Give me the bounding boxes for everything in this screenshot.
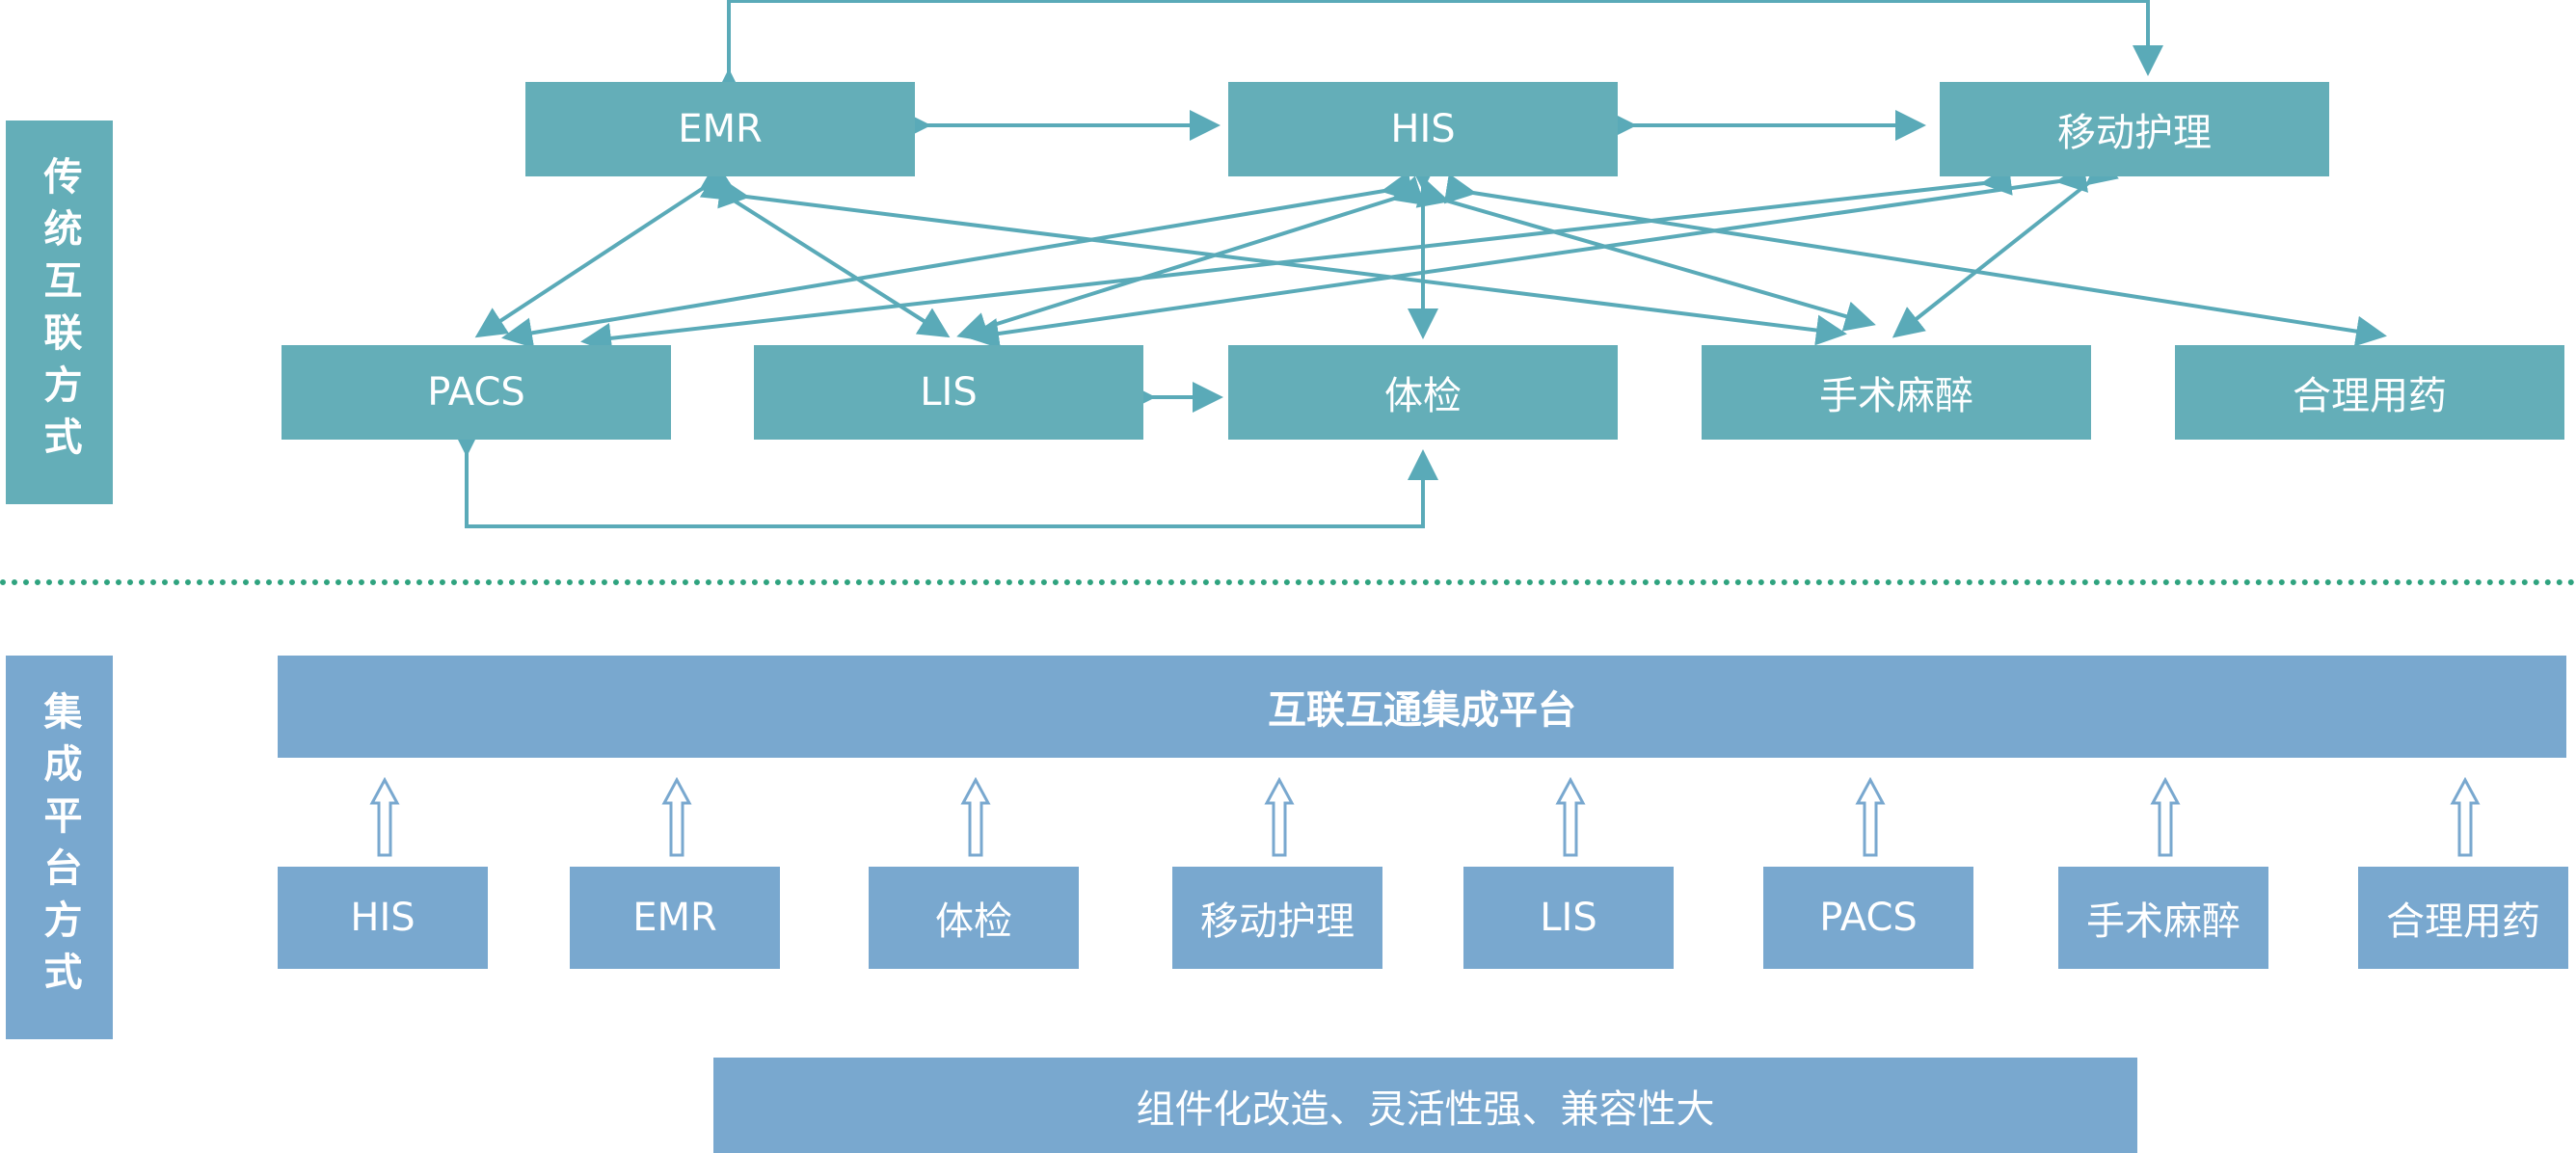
integrated-system-box: 移动护理 <box>1172 867 1382 969</box>
integrated-system-box: 手术麻醉 <box>2058 867 2268 969</box>
integration-footer-bar: 组件化改造、灵活性强、兼容性大 <box>713 1058 2137 1153</box>
integrated-system-box: HIS <box>278 867 488 969</box>
link-mobile-surgery <box>1892 154 2119 338</box>
section-divider <box>0 579 2576 585</box>
up-arrow-icon <box>960 776 991 857</box>
node-mobile-nursing: 移动护理 <box>1940 82 2329 176</box>
up-arrow-icon <box>2150 776 2181 857</box>
up-arrow-icon <box>1855 776 1886 857</box>
link-his-drug <box>1443 173 2387 347</box>
integrated-system-box: 体检 <box>869 867 1079 969</box>
up-arrow-icon <box>369 776 400 857</box>
link-his-lis <box>956 175 1425 342</box>
integration-section-label: 集成平台方式 <box>6 656 113 1039</box>
up-arrow-icon <box>1555 776 1586 857</box>
node-checkup: 体检 <box>1228 345 1618 440</box>
node-his: HIS <box>1228 82 1618 176</box>
traditional-section-label: 传统互联方式 <box>6 121 113 504</box>
integrated-system-box: PACS <box>1763 867 1973 969</box>
node-rational-drug-use: 合理用药 <box>2175 345 2564 440</box>
node-lis: LIS <box>754 345 1143 440</box>
up-arrow-icon <box>2450 776 2481 857</box>
link-emr-mobile-nursing <box>713 0 2163 99</box>
node-emr: EMR <box>525 82 915 176</box>
integrated-system-box: LIS <box>1463 867 1674 969</box>
up-arrow-icon <box>661 776 692 857</box>
traditional-connections <box>451 0 2387 528</box>
node-pacs: PACS <box>282 345 671 440</box>
up-arrow-icon <box>1264 776 1295 857</box>
link-pacs-checkup <box>451 426 1438 528</box>
integration-platform-bar: 互联互通集成平台 <box>278 656 2566 758</box>
integrated-system-box: 合理用药 <box>2358 867 2568 969</box>
link-emr-pacs <box>474 161 734 338</box>
link-mobile-lis <box>968 162 2088 349</box>
integrated-system-box: EMR <box>570 867 780 969</box>
node-surgery-anesthesia: 手术麻醉 <box>1702 345 2091 440</box>
